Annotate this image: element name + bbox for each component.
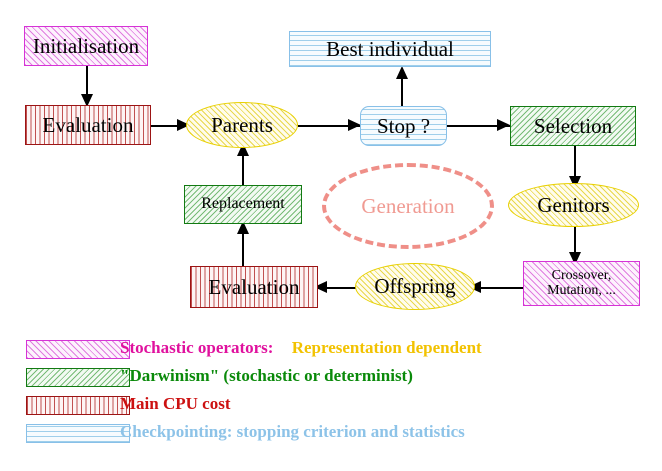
- edge-initialisation-to-evaluation: [86, 66, 88, 98]
- legend: Stochastic operators: Representation dep…: [0, 338, 662, 452]
- node-stop[interactable]: Stop ?: [360, 106, 447, 146]
- arrowhead-parents-to-stop: [348, 119, 361, 131]
- legend-text-darwinism-primary: "Darwinism" (stochastic or determinist): [120, 366, 413, 385]
- edge-evaluation-to-replacement: [242, 224, 244, 268]
- node-parents-label: Parents: [211, 112, 273, 137]
- node-offspring-label: Offspring: [374, 274, 456, 299]
- arrowhead-stop-to-selection: [497, 119, 510, 131]
- edge-offspring-to-evaluation: [318, 287, 358, 289]
- node-initialisation-label: Initialisation: [32, 33, 140, 58]
- legend-text-checkpointing: Checkpointing: stopping criterion and st…: [120, 422, 465, 442]
- legend-row-stochastic: Stochastic operators: Representation dep…: [0, 338, 662, 368]
- legend-text-checkpointing-primary: Checkpointing: stopping criterion and st…: [120, 422, 465, 441]
- node-crossover-mutation-label: Crossover, Mutation, ...: [547, 267, 616, 298]
- edge-replacement-to-parents: [242, 146, 244, 186]
- legend-row-checkpointing: Checkpointing: stopping criterion and st…: [0, 422, 662, 452]
- legend-row-cpu-cost: Main CPU cost: [0, 394, 662, 424]
- legend-text-cpu-cost: Main CPU cost: [120, 394, 230, 414]
- edge-crossover-to-offspring: [474, 287, 524, 289]
- legend-text-cpu-cost-primary: Main CPU cost: [120, 394, 231, 413]
- node-selection[interactable]: Selection: [510, 106, 636, 146]
- node-generation-label: Generation: [361, 193, 455, 218]
- node-genitors-label: Genitors: [537, 192, 610, 217]
- node-offspring[interactable]: Offspring: [355, 263, 475, 310]
- node-stop-label: Stop ?: [376, 113, 431, 138]
- legend-text-stochastic-primary: Stochastic operators:: [120, 338, 274, 357]
- magenta-hatch-swatch: [26, 340, 130, 359]
- node-initialisation[interactable]: Initialisation: [24, 26, 148, 66]
- node-replacement-label: Replacement: [201, 195, 285, 213]
- arrowhead-evaluation-to-replacement: [237, 221, 249, 234]
- node-evaluation-top[interactable]: Evaluation: [25, 105, 151, 145]
- arrowhead-stop-to-best-individual: [396, 66, 408, 79]
- node-evaluation-bottom-label: Evaluation: [208, 274, 300, 299]
- node-best-individual-label: Best individual: [326, 36, 454, 61]
- red-hatch-swatch: [26, 396, 130, 415]
- node-crossover-mutation[interactable]: Crossover, Mutation, ...: [523, 261, 640, 306]
- green-hatch-swatch: [26, 368, 130, 387]
- node-evaluation-top-label: Evaluation: [42, 112, 134, 137]
- node-generation-boundary: Generation: [322, 163, 494, 249]
- arrowhead-initialisation-to-evaluation: [81, 94, 93, 107]
- legend-text-stochastic: Stochastic operators: Representation dep…: [120, 338, 482, 358]
- blue-hatch-swatch: [26, 424, 130, 443]
- edge-evaluation-to-parents: [151, 125, 185, 127]
- legend-text-stochastic-secondary: Representation dependent: [291, 338, 482, 357]
- node-evaluation-bottom[interactable]: Evaluation: [190, 266, 318, 308]
- edge-stop-to-best-individual: [401, 68, 403, 108]
- legend-text-darwinism: "Darwinism" (stochastic or determinist): [120, 366, 413, 386]
- legend-row-darwinism: "Darwinism" (stochastic or determinist): [0, 366, 662, 396]
- edge-parents-to-stop: [298, 125, 360, 127]
- node-selection-label: Selection: [533, 113, 613, 138]
- edge-selection-to-genitors: [574, 146, 576, 182]
- node-parents[interactable]: Parents: [186, 102, 298, 148]
- node-replacement[interactable]: Replacement: [184, 185, 302, 224]
- node-genitors[interactable]: Genitors: [508, 183, 639, 227]
- edge-genitors-to-crossover: [574, 227, 576, 261]
- node-best-individual[interactable]: Best individual: [289, 31, 491, 67]
- edge-stop-to-selection: [447, 125, 510, 127]
